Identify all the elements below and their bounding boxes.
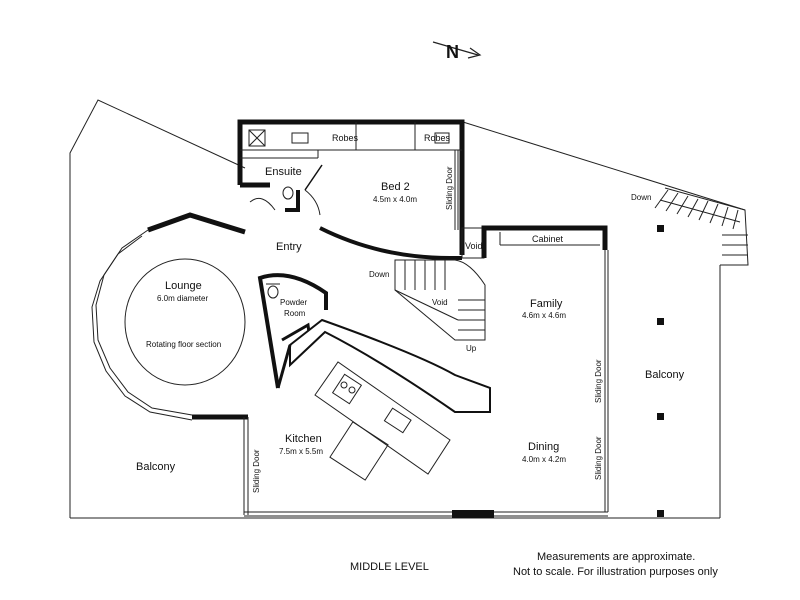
- balcony-posts: [657, 225, 664, 517]
- powder-label-1: Powder: [280, 298, 307, 307]
- kitchen-island: [314, 361, 451, 481]
- disclaimer-line-1: Measurements are approximate.: [537, 551, 695, 563]
- bed2-label: Bed 2: [381, 181, 410, 193]
- cabinet-label: Cabinet: [532, 234, 564, 244]
- central-staircase: [394, 259, 486, 341]
- sliding-door-bed-label: Sliding Door: [445, 166, 454, 210]
- kitchen-counter: [276, 318, 491, 413]
- dining-size: 4.0m x 4.2m: [522, 455, 566, 464]
- family-block: [481, 225, 609, 512]
- void-stair-label: Void: [432, 298, 448, 307]
- north-label: N: [446, 42, 459, 62]
- bedroom-block: [237, 119, 465, 260]
- family-size: 4.6m x 4.6m: [522, 311, 566, 320]
- lounge-size: 6.0m diameter: [157, 294, 208, 303]
- void-top-label: Void: [465, 241, 483, 251]
- dining-label: Dining: [528, 441, 559, 453]
- sliding-door-kitchen-label: Sliding Door: [252, 449, 261, 493]
- balcony-right-label: Balcony: [645, 369, 685, 381]
- site-outline: [69, 99, 746, 519]
- family-label: Family: [530, 298, 563, 310]
- sliding-door-family-label: Sliding Door: [594, 359, 603, 403]
- bed2-size: 4.5m x 4.0m: [373, 195, 417, 204]
- ensuite-label: Ensuite: [265, 166, 302, 178]
- entry-label: Entry: [276, 241, 302, 253]
- down-balcony-label: Down: [631, 193, 651, 202]
- rotating-floor-label: Rotating floor section: [146, 340, 221, 349]
- balcony-left-label: Balcony: [136, 461, 176, 473]
- kitchen-walls: [243, 417, 608, 518]
- powder-label-2: Room: [284, 309, 306, 318]
- sliding-door-dining-label: Sliding Door: [594, 436, 603, 480]
- robes-left-label: Robes: [332, 133, 359, 143]
- lounge-label: Lounge: [165, 280, 202, 292]
- kitchen-size: 7.5m x 5.5m: [279, 447, 323, 456]
- level-label: MIDDLE LEVEL: [350, 561, 429, 573]
- north-arrow-icon: N: [432, 41, 482, 62]
- balcony-staircase: [654, 187, 749, 266]
- kitchen-label: Kitchen: [285, 433, 322, 445]
- lounge-walls: [91, 212, 248, 421]
- robes-right-label: Robes: [424, 133, 451, 143]
- up-stair-label: Up: [466, 344, 477, 353]
- down-stair-label: Down: [369, 270, 389, 279]
- disclaimer-line-2: Not to scale. For illustration purposes …: [513, 566, 718, 578]
